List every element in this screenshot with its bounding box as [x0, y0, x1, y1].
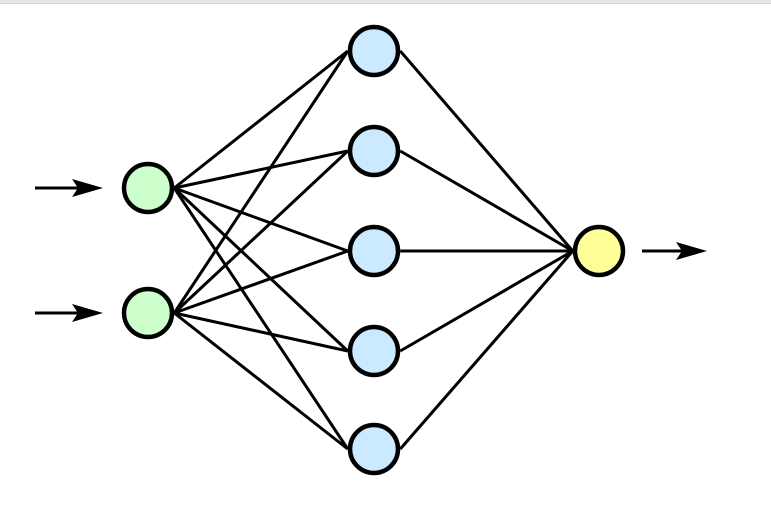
edges-group	[172, 49, 574, 451]
edge-i1-h3	[173, 186, 349, 253]
output-node-1	[572, 224, 626, 278]
nodes-group	[121, 24, 626, 476]
edge-h4-o1	[399, 249, 574, 353]
hidden-node-1	[347, 24, 401, 78]
input-arrow-2-head-icon	[72, 304, 103, 322]
edge-i2-h3	[173, 249, 349, 315]
edge-i2-h5	[173, 311, 349, 451]
edge-h5-o1	[399, 250, 574, 450]
edge-i1-h2	[173, 149, 349, 190]
output-arrow-1-head-icon	[676, 242, 707, 260]
edge-h2-o1	[399, 149, 574, 253]
hidden-node-5	[347, 422, 401, 476]
input-arrow-1-head-icon	[72, 179, 103, 197]
edge-h1-o1	[399, 50, 574, 252]
edge-i1-h1	[173, 49, 349, 190]
window-top-bar	[0, 0, 771, 4]
hidden-node-4	[347, 324, 401, 378]
edge-i2-h1	[172, 50, 350, 314]
arrows-group	[35, 179, 707, 322]
hidden-node-2	[347, 124, 401, 178]
input-node-2	[121, 286, 175, 340]
input-node-1	[121, 161, 175, 215]
edge-i1-h4	[173, 186, 349, 353]
edge-i2-h4	[173, 311, 349, 353]
hidden-node-3	[347, 224, 401, 278]
edge-i1-h5	[173, 187, 349, 450]
edge-i2-h2	[173, 149, 349, 315]
